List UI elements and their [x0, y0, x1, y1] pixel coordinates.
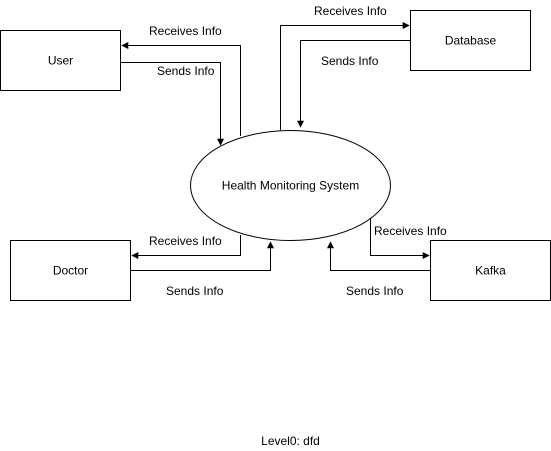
- flow-label-database-sends: Sends Info: [321, 54, 379, 68]
- flow-label-doctor-receives: Receives Info: [149, 234, 222, 248]
- flow-label-doctor-sends: Sends Info: [166, 284, 224, 298]
- entity-database[interactable]: Database: [410, 10, 531, 71]
- process-label: Health Monitoring System: [222, 179, 359, 193]
- flow-kafka-to-system: [327, 241, 431, 271]
- flow-system-to-doctor: [131, 235, 241, 259]
- diagram-caption: Level0: dfd: [261, 434, 320, 448]
- entity-database-box: [410, 10, 531, 71]
- flow-label-kafka-receives: Receives Info: [374, 224, 447, 238]
- process-health-monitoring-system[interactable]: Health Monitoring System: [190, 130, 391, 241]
- flow-system-to-database: [280, 22, 410, 130]
- flow-label-user-sends: Sends Info: [157, 64, 215, 78]
- entity-user-box: [0, 30, 121, 91]
- entity-doctor[interactable]: Doctor: [10, 240, 131, 301]
- flow-user-to-system: [120, 62, 224, 146]
- entity-kafka-label: Kafka: [475, 264, 506, 278]
- entity-doctor-box: [10, 240, 131, 301]
- flow-label-kafka-sends: Sends Info: [346, 284, 404, 298]
- entity-user-label: User: [48, 54, 73, 68]
- flow-database-to-system: [297, 40, 411, 128]
- entity-user[interactable]: User: [0, 30, 121, 91]
- flow-doctor-to-system: [130, 241, 274, 271]
- entity-doctor-label: Doctor: [53, 264, 88, 278]
- process-ellipse: [190, 130, 391, 241]
- flow-system-to-kafka: [370, 218, 430, 259]
- entity-kafka[interactable]: Kafka: [430, 240, 551, 301]
- entity-kafka-box: [430, 240, 551, 301]
- entity-database-label: Database: [445, 34, 497, 48]
- flow-label-user-receives: Receives Info: [149, 24, 222, 38]
- flow-label-database-receives: Receives Info: [314, 4, 387, 18]
- flow-system-to-user: [121, 42, 241, 136]
